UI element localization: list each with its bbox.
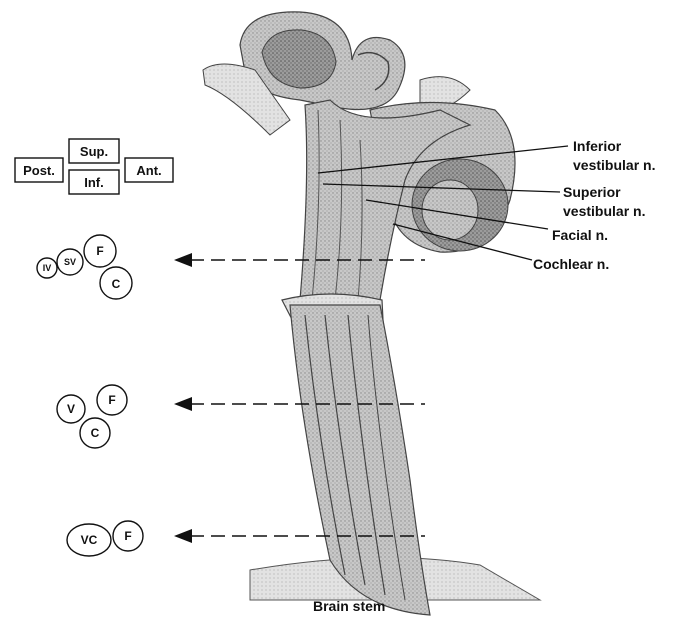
middle-v-label: V (67, 402, 75, 416)
label-cochlear-nerve: Cochlear n. (533, 256, 609, 272)
upper-iv-label: IV (43, 263, 52, 273)
orientation-inf: Inf. (84, 175, 104, 190)
label-superior-vestibular: Superior vestibular n. (563, 184, 645, 219)
lower-arrowhead-icon (174, 529, 192, 543)
middle-arrowhead-icon (174, 397, 192, 411)
lower-f-label: F (124, 529, 131, 543)
upper-f-label: F (96, 244, 103, 258)
label-inferior-vestibular: Inferior vestibular n. (573, 138, 655, 173)
orientation-ant: Ant. (136, 163, 161, 178)
middle-f-label: F (108, 393, 115, 407)
inner-ear-illustration (203, 12, 540, 615)
upper-arrowhead-icon (174, 253, 192, 267)
upper-c-label: C (112, 277, 121, 291)
orientation-sup: Sup. (80, 144, 108, 159)
lower-vc-label: VC (81, 533, 98, 547)
label-brain-stem: Brain stem (313, 598, 385, 614)
upper-sv-label: SV (64, 257, 76, 267)
orientation-post: Post. (23, 163, 55, 178)
label-facial-nerve: Facial n. (552, 227, 608, 243)
middle-c-label: C (91, 426, 100, 440)
